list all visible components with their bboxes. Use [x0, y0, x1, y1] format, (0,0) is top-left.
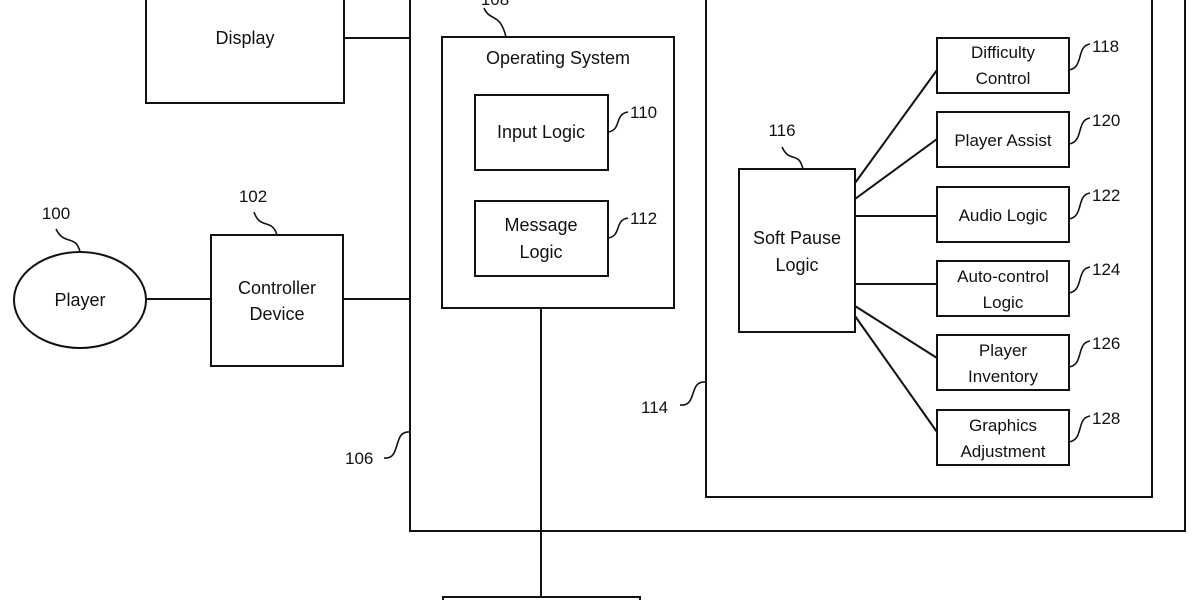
module-player-inventory: Player Inventory 126: [936, 334, 1120, 391]
module-graphics-adjustment: Graphics Adjustment 128: [936, 409, 1120, 466]
module-label-line1: Graphics: [969, 416, 1037, 435]
message-logic-label-line2: Logic: [519, 242, 562, 262]
wire-softpause-120: [854, 138, 938, 200]
module-label-line1: Audio Logic: [959, 206, 1048, 225]
controller-ref: 102: [239, 187, 267, 206]
message-logic-box: [474, 200, 609, 277]
message-logic-ref: 112: [630, 209, 657, 228]
soft-pause-ref-leader: [781, 146, 804, 170]
display-label: Display: [215, 28, 274, 48]
module-box: [936, 334, 1070, 391]
message-logic-ref-leader: [607, 217, 629, 239]
module-label-line1: Player Assist: [954, 131, 1052, 150]
player-ref-leader: [55, 228, 81, 253]
module-label-line1: Auto-control: [957, 267, 1049, 286]
controller-box: [210, 234, 344, 367]
game-frame: [705, 0, 1153, 498]
module-ref: 122: [1092, 186, 1120, 205]
module-box: [936, 111, 1070, 168]
module-ref-leader: [1068, 415, 1091, 443]
module-ref-leader: [1068, 192, 1091, 220]
module-audio-logic: Audio Logic 122: [936, 186, 1120, 243]
wire-softpause-118: [854, 69, 938, 184]
module-label-line2: Adjustment: [960, 442, 1045, 461]
module-ref-leader: [1068, 340, 1091, 368]
module-ref: 126: [1092, 334, 1120, 353]
input-logic-ref: 110: [630, 103, 657, 122]
os-label: Operating System: [486, 48, 630, 68]
game-ref: 114: [641, 398, 668, 417]
module-label-line2: Inventory: [968, 367, 1038, 386]
module-player-assist: Player Assist 120: [936, 111, 1120, 168]
module-ref-leader: [1068, 43, 1091, 71]
input-logic-ref-leader: [607, 111, 629, 133]
controller-label-line2: Device: [249, 304, 304, 324]
module-label-line2: Control: [976, 69, 1031, 88]
controller-label-line1: Controller: [238, 278, 316, 298]
module-box: [936, 37, 1070, 94]
module-label-line1: Player: [979, 341, 1028, 360]
display-box: [145, 0, 345, 104]
input-logic-box: [474, 94, 609, 171]
module-box: [936, 260, 1070, 317]
console-ref: 106: [345, 449, 373, 468]
player-label: Player: [54, 290, 105, 310]
module-label-line1: Difficulty: [971, 43, 1035, 62]
wire-softpause-126: [854, 305, 938, 359]
bottom-component-box: [442, 596, 641, 600]
console-frame: [409, 0, 1186, 532]
module-ref-leader: [1068, 266, 1091, 294]
module-box: [936, 409, 1070, 466]
module-difficulty-control: Difficulty Control 118: [936, 37, 1119, 94]
game-ref-leader: [679, 381, 707, 406]
module-auto-control-logic: Auto-control Logic 124: [936, 260, 1120, 317]
module-label-line2: Logic: [983, 293, 1024, 312]
module-ref: 120: [1092, 111, 1120, 130]
soft-pause-box: [738, 168, 856, 333]
console-ref-leader: [383, 431, 411, 459]
soft-pause-ref: 116: [768, 121, 795, 140]
module-ref: 128: [1092, 409, 1120, 428]
soft-pause-label-line1: Soft Pause: [753, 228, 841, 248]
module-ref: 118: [1092, 37, 1119, 56]
wire-softpause-128: [854, 315, 938, 433]
input-logic-label: Input Logic: [497, 122, 585, 142]
soft-pause-label-line2: Logic: [775, 255, 818, 275]
os-ref: 108: [481, 0, 509, 9]
module-ref: 124: [1092, 260, 1120, 279]
message-logic-label-line1: Message: [504, 215, 577, 235]
module-ref-leader: [1068, 117, 1091, 145]
os-ref-leader: [483, 7, 507, 38]
controller-ref-leader: [253, 211, 278, 236]
module-box: [936, 186, 1070, 243]
player-ref: 100: [42, 204, 70, 223]
